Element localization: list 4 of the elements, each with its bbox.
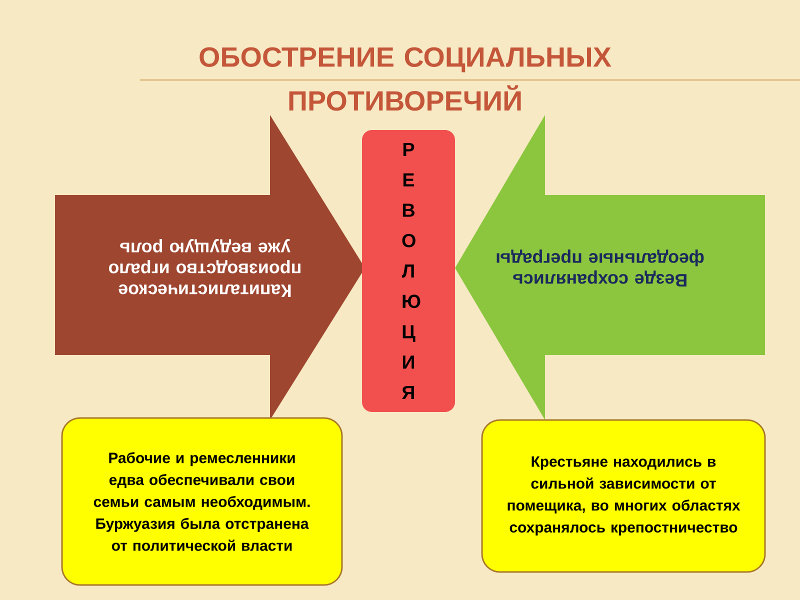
- text-box: Крестьяне находились в сильной зависимости от помещика, во многих областях сохранялось крепостничество: [481, 419, 766, 573]
- revolution-bar: РЕВОЛЮЦИЯ: [362, 130, 455, 412]
- text-box: Рабочие и ремесленники едва обеспечивали свои семьи самым необходимым. Буржуазия была отстранена от политической власти: [61, 417, 343, 586]
- title: ОБОСТРЕНИЕ СОЦИАЛЬНЫХ ПРОТИВОРЕЧИЙ: [200, 47, 612, 111]
